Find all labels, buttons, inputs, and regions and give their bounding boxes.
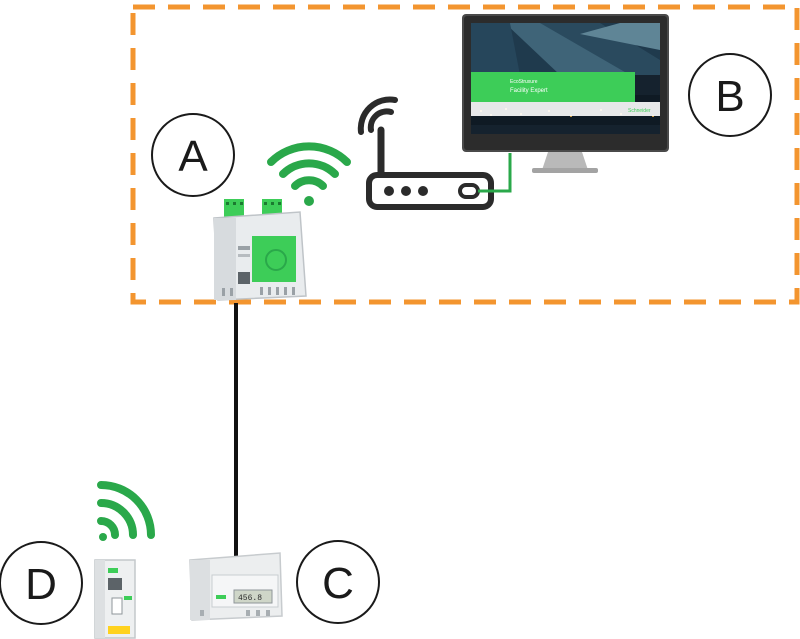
callout-d-label: D bbox=[25, 560, 57, 609]
callout-a-label: A bbox=[178, 132, 208, 181]
callout-b-label: B bbox=[715, 72, 744, 121]
local-network-boundary bbox=[130, 4, 800, 305]
callout-a: A bbox=[151, 113, 235, 197]
screen-title-line: Facility Expert bbox=[510, 88, 548, 94]
ethernet-cable bbox=[478, 153, 512, 193]
screen-brand-line: EcoStruxure bbox=[510, 79, 538, 85]
screen-footer-logo: Schneider bbox=[628, 108, 651, 114]
energy-meter-icon: 456.8 bbox=[189, 552, 283, 621]
gateway-device-icon bbox=[213, 199, 307, 301]
callout-b: B bbox=[688, 53, 772, 137]
router-icon bbox=[357, 96, 494, 210]
meter-display: 456.8 bbox=[238, 594, 262, 603]
callout-d: D bbox=[0, 541, 83, 625]
wireless-breaker-icon bbox=[94, 559, 136, 639]
callout-c: C bbox=[296, 540, 380, 624]
wireless-signal-icon bbox=[97, 481, 155, 541]
monitor-icon: EcoStruxure Facility Expert Schneider bbox=[462, 14, 669, 173]
wifi-signal-icon bbox=[267, 142, 351, 206]
callout-c-label: C bbox=[322, 559, 354, 608]
